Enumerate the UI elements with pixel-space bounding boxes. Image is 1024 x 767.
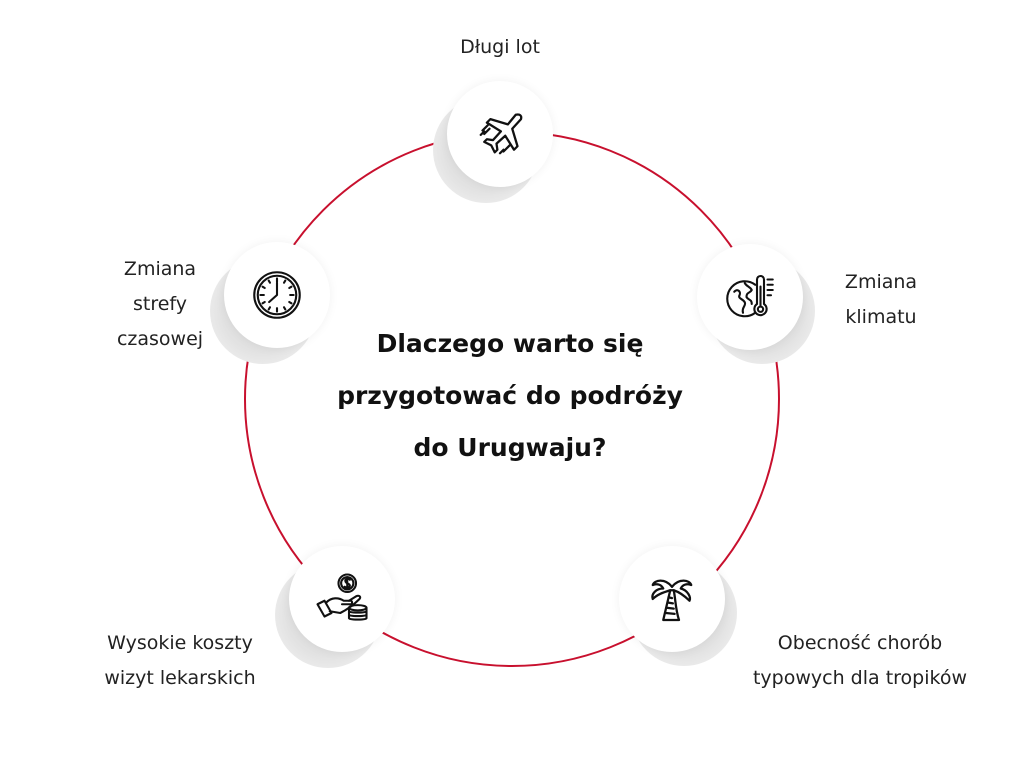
node-climate-change [697, 244, 815, 364]
label-line: Obecność chorób [777, 632, 943, 654]
node-face [447, 81, 553, 187]
label-climate-change: Zmiana klimatu [826, 265, 936, 335]
node-long-flight [433, 81, 553, 203]
label-time-zone-change: Zmiana strefy czasowej [90, 252, 230, 357]
node-medical-costs [275, 546, 395, 668]
label-line: czasowej [116, 328, 204, 350]
label-tropical-diseases: Obecność chorób typowych dla tropików [740, 626, 980, 696]
title-line: przygotować do podróży [337, 381, 683, 410]
title-line: Dlaczego warto się [376, 329, 644, 358]
label-long-flight: Długi lot [440, 30, 560, 65]
label-line: Długi lot [460, 36, 540, 58]
node-face [224, 242, 330, 348]
node-face [289, 546, 395, 652]
diagram-title: Dlaczego warto się przygotować do podróż… [300, 318, 720, 474]
label-line: wizyt lekarskich [104, 667, 256, 689]
node-face [619, 546, 725, 652]
label-medical-costs: Wysokie koszty wizyt lekarskich [90, 626, 270, 696]
globe-thermometer-icon [726, 274, 774, 318]
label-line: typowych dla tropików [752, 667, 967, 689]
palm-tree-icon [651, 579, 693, 622]
clock-icon [253, 271, 301, 319]
label-line: Wysokie koszty [107, 632, 253, 654]
title-line: do Urugwaju? [413, 433, 607, 462]
node-face [697, 244, 803, 350]
label-line: klimatu [845, 306, 917, 328]
node-tropical-diseases [619, 546, 737, 666]
label-line: Zmiana [123, 258, 197, 280]
label-line: Zmiana [844, 271, 918, 293]
hand-coins-icon [316, 573, 368, 621]
label-line: strefy [132, 293, 188, 315]
airplane-icon [479, 113, 523, 155]
node-time-zone-change [210, 242, 330, 364]
